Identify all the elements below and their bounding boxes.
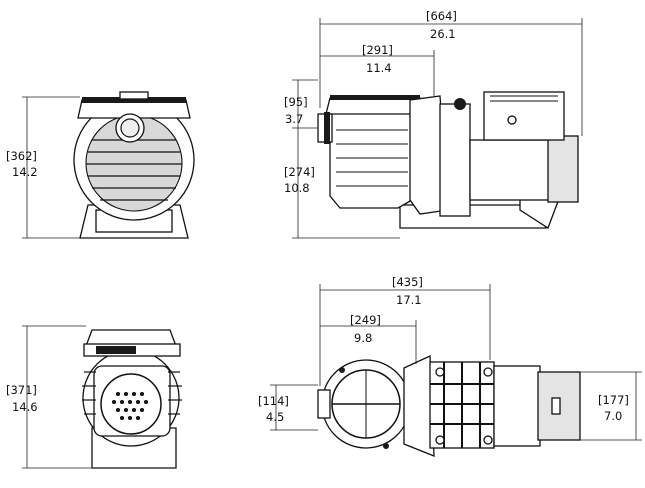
motor-width-dimension: [177] 7.0 (580, 371, 642, 441)
rear-height-mm: [371] (6, 383, 37, 397)
inlet-offset-dimension: [114] 4.5 (258, 384, 318, 431)
inlet-offset-mm: [114] (258, 394, 289, 408)
overall-length-in: 26.1 (430, 27, 456, 41)
top-length-mm: [435] (392, 275, 423, 289)
rear-height-in: 14.6 (12, 400, 38, 414)
motor-width-in: 7.0 (604, 409, 622, 423)
inlet-top-in: 3.7 (285, 112, 303, 126)
top-length-dimension: [435] 17.1 (319, 275, 491, 386)
top-length-in: 17.1 (396, 293, 422, 307)
front-view (73, 91, 195, 239)
side-view (317, 91, 579, 229)
overall-length-dimension: [664] 26.1 (319, 9, 583, 136)
top-view (317, 355, 581, 457)
top-pot-length-in: 9.8 (354, 331, 372, 345)
overall-length-mm: [664] (426, 9, 457, 23)
inlet-height-dimension: [274] 10.8 (284, 128, 400, 239)
pot-length-mm: [291] (362, 43, 393, 57)
top-pot-length-mm: [249] (350, 313, 381, 327)
front-height-dimension: [362] 14.2 (6, 96, 80, 239)
inlet-offset-in: 4.5 (266, 410, 284, 424)
inlet-top-mm: [95] (284, 95, 308, 109)
inlet-top-dimension: [95] 3.7 (284, 79, 318, 129)
front-height-mm: [362] (6, 149, 37, 163)
top-pot-length-dimension: [249] 9.8 (320, 313, 417, 364)
front-height-in: 14.2 (12, 165, 38, 179)
inlet-height-in: 10.8 (284, 181, 310, 195)
pot-length-dimension: [291] 11.4 (320, 43, 435, 96)
motor-width-mm: [177] (598, 393, 629, 407)
pot-length-in: 11.4 (366, 61, 392, 75)
rear-height-dimension: [371] 14.6 (6, 325, 92, 469)
rear-view (82, 329, 182, 469)
inlet-height-mm: [274] (284, 165, 315, 179)
